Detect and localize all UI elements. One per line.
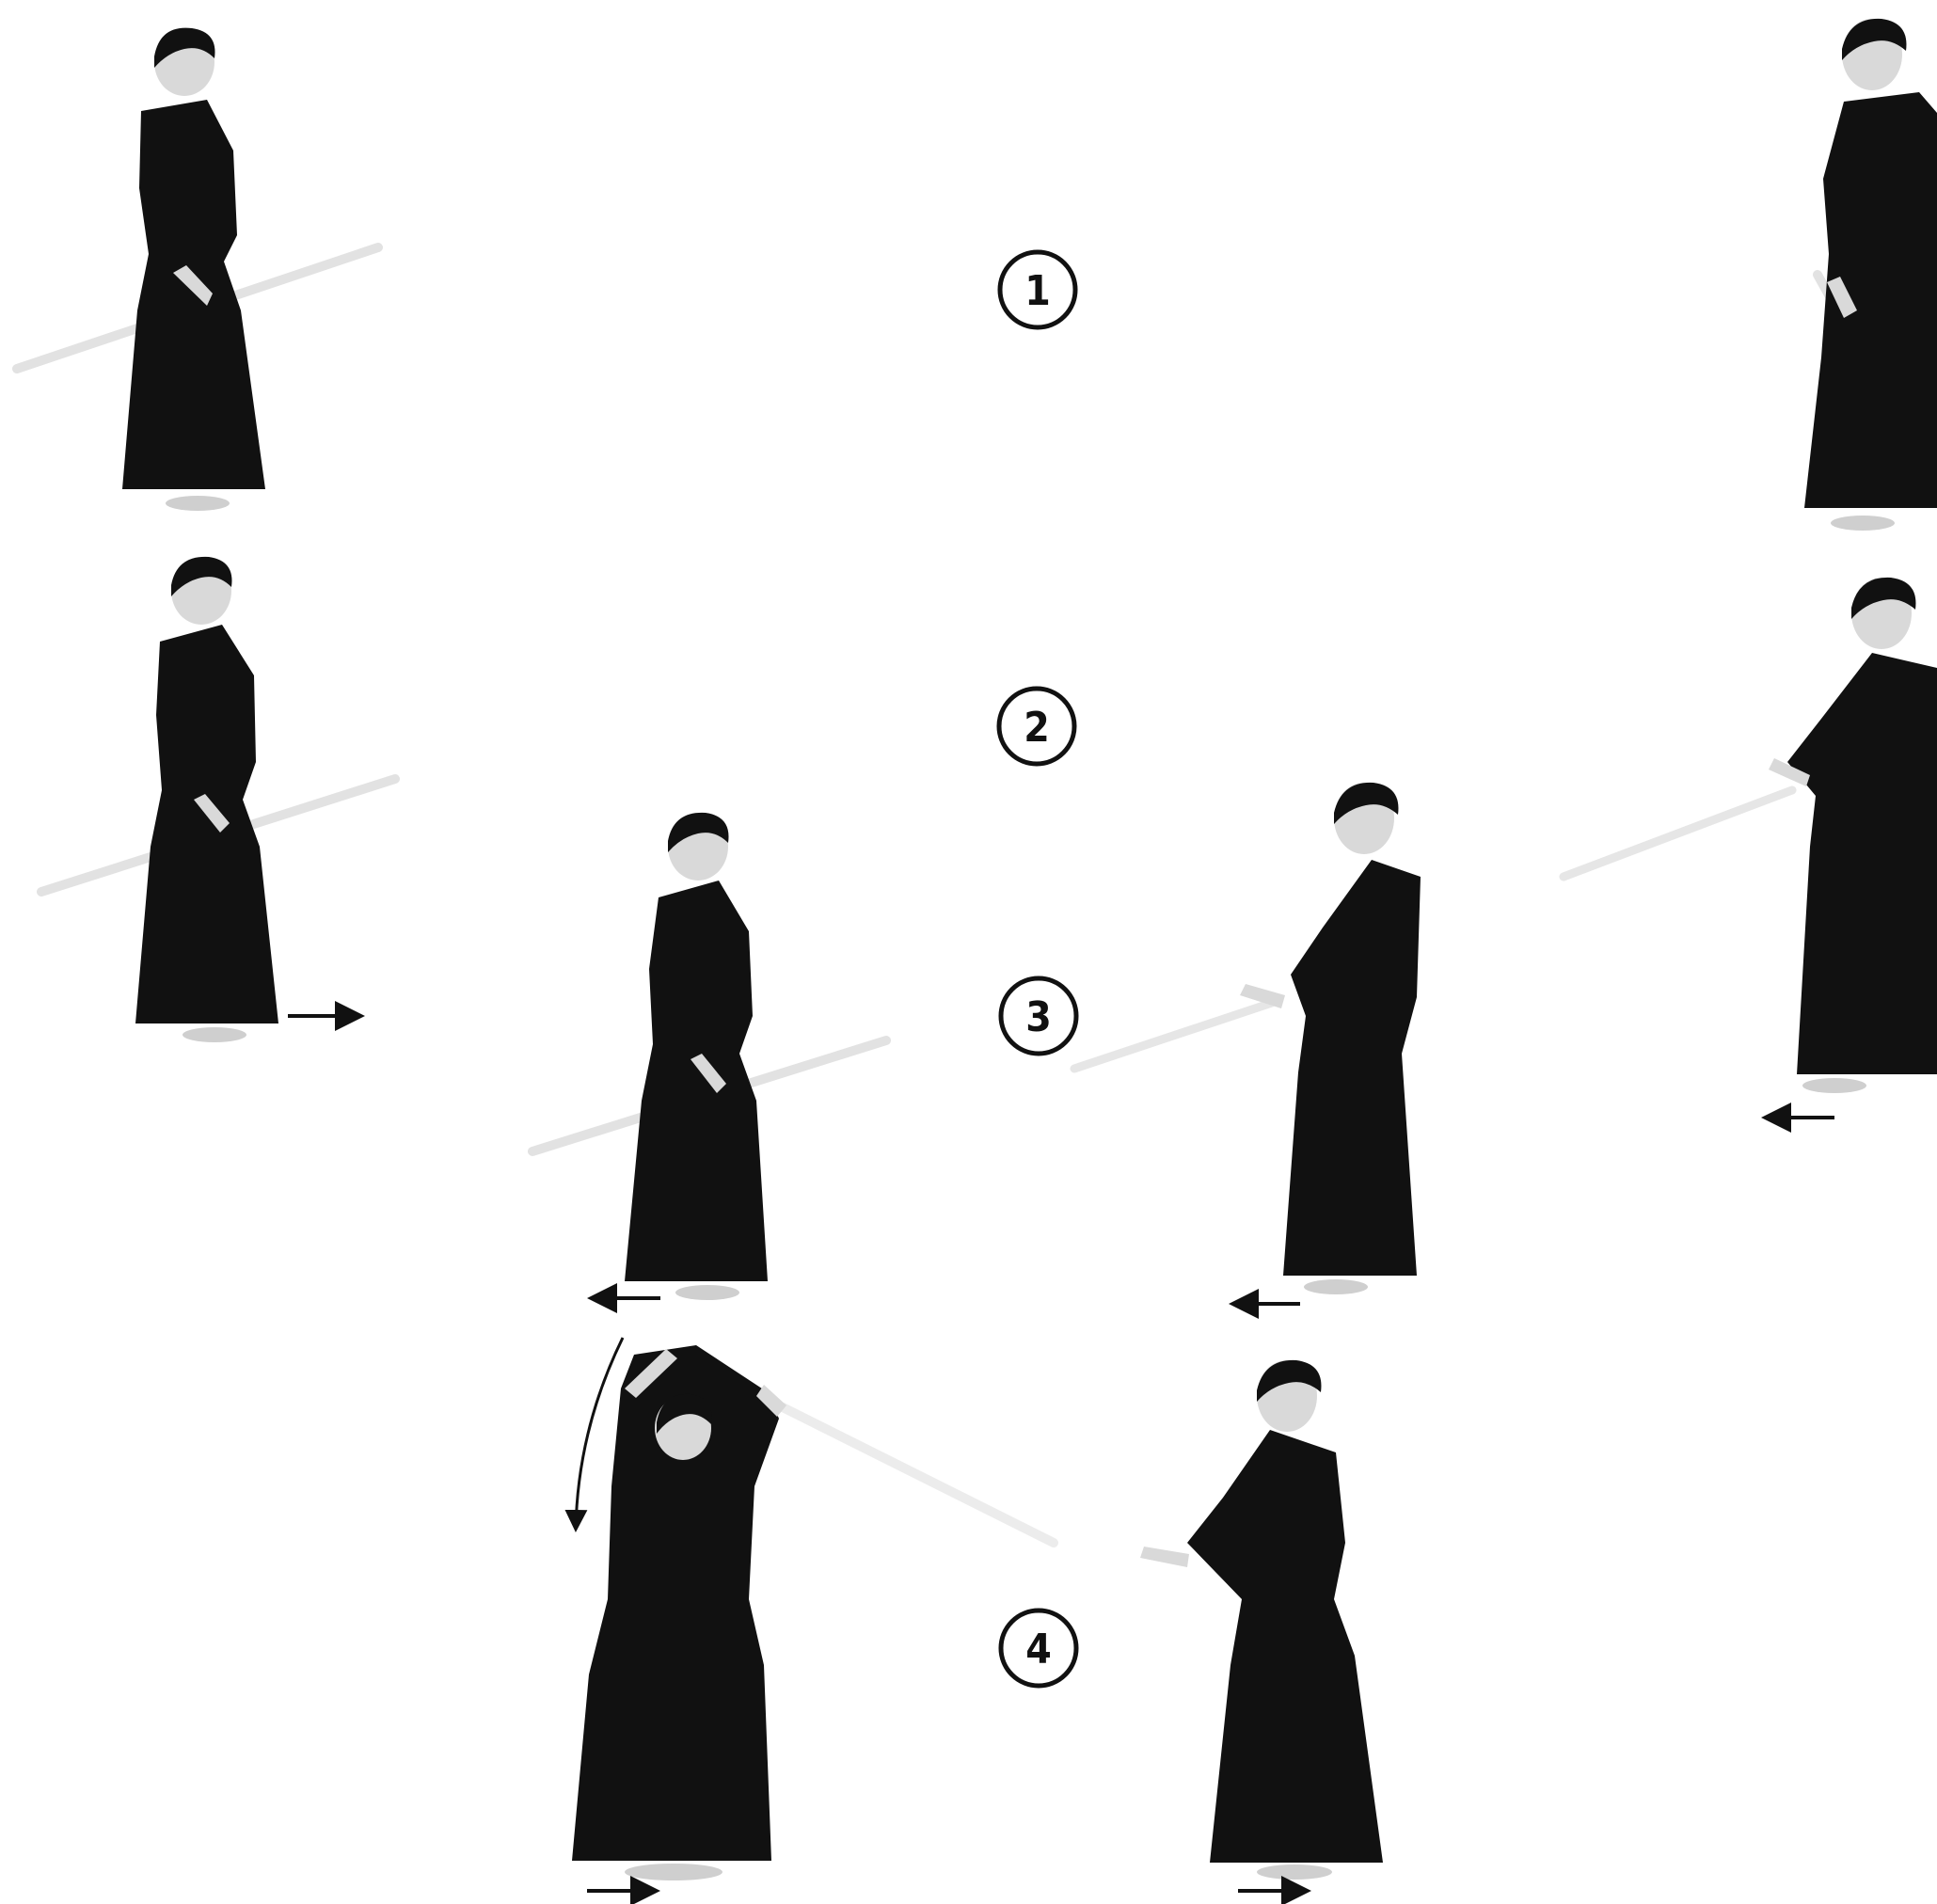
staff-right-step-3 [1070, 998, 1277, 1073]
step-number-4-label: 4 [1025, 1626, 1052, 1674]
step-number-1: 1 [997, 249, 1078, 330]
step-number-2: 2 [996, 686, 1077, 767]
figure-right-step-1 [1804, 18, 1937, 531]
step-number-3: 3 [998, 976, 1079, 1056]
figure-left-step-2 [37, 556, 400, 1042]
figure-right-step-3 [1070, 782, 1421, 1294]
step-number-4-circle [998, 1608, 1079, 1689]
staff-right-step-2 [1559, 785, 1797, 881]
figure-right-step-2 [1559, 577, 1937, 1093]
step-number-1-circle [997, 249, 1078, 330]
step-number-2-circle [996, 686, 1077, 767]
step-number-2-label: 2 [1024, 704, 1050, 752]
figure-left-step-4 [572, 1345, 1058, 1880]
step-number-4: 4 [998, 1608, 1079, 1689]
step-number-1-label: 1 [1024, 267, 1051, 315]
step-number-3-circle [998, 976, 1079, 1056]
figure-left-step-1 [12, 27, 383, 511]
figure-right-step-4 [1140, 1359, 1383, 1880]
staff-left-step-4 [778, 1403, 1058, 1547]
downward-curved-arrow-step-4 [564, 1337, 625, 1532]
step-number-3-label: 3 [1025, 993, 1052, 1041]
figure-left-step-3 [528, 812, 891, 1300]
